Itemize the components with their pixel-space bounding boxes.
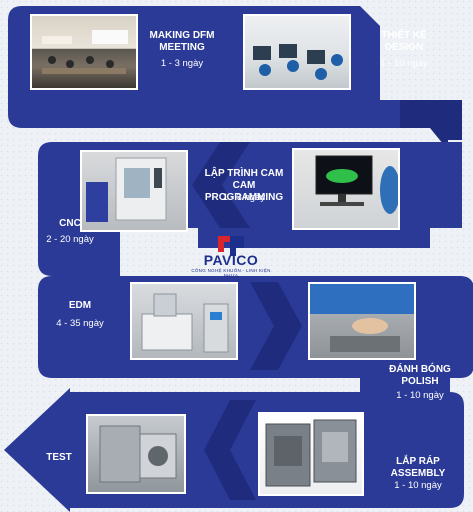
step-duration-dfm: 1 - 3 ngày	[160, 58, 204, 69]
polishing-photo	[308, 282, 416, 360]
pavico-logo: PAVICO CÔNG NGHỆ KHUÔN - LINH KIỆN NHỰA	[188, 252, 274, 278]
step-duration-polish: 1 - 10 ngày	[396, 390, 444, 401]
injection-test-photo	[86, 414, 186, 494]
band-chevron-left-4	[204, 400, 256, 500]
injection-test-illustration	[99, 425, 177, 483]
step-duration-design: 1 - 10 ngày	[380, 58, 428, 69]
polishing-illustration	[310, 284, 414, 352]
band-chevron-right-3	[250, 282, 302, 370]
band-arrow-right-1	[400, 100, 462, 150]
cnc-machine-illustration	[86, 157, 167, 222]
step-label-cnc: CNC	[59, 218, 81, 229]
edm-machine-illustration	[141, 293, 229, 353]
logo-tagline: CÔNG NGHỆ KHUÔN - LINH KIỆN NHỰA	[191, 268, 271, 278]
band-chevron-left-2	[192, 142, 250, 228]
step-duration-cnc: 2 - 20 ngày	[46, 234, 94, 245]
step-label-polish: ĐÁNH BÓNG POLISH	[389, 364, 451, 387]
step-label-dfm: MAKING DFM MEETING	[149, 30, 215, 53]
step-label-edm: EDM	[68, 300, 92, 311]
mold-assembly-illustration	[265, 419, 357, 487]
step-label-cam: LẬP TRÌNH CAM CAM PROGRAMMING	[204, 168, 284, 203]
mold-assembly-photo	[258, 412, 364, 496]
step-label-assembly: LẮP RÁP ASSEMBLY	[390, 456, 446, 479]
cam-programming-photo	[292, 148, 400, 230]
meeting-room-photo	[30, 14, 138, 90]
step-duration-assembly: 1 - 10 ngày	[394, 480, 442, 491]
step-label-design: THIẾT KẾ DESIGN	[381, 30, 427, 53]
step-duration-cam: 1 - 3 ngày	[222, 192, 266, 203]
design-office-photo	[243, 14, 351, 90]
edm-machine-photo	[130, 282, 238, 360]
step-label-test: TEST	[46, 452, 72, 463]
cam-programming-illustration	[315, 155, 398, 214]
cnc-machine-photo	[80, 150, 188, 232]
meeting-room-illustration	[42, 30, 128, 74]
logo-name: PAVICO	[203, 252, 259, 268]
design-office-illustration	[253, 44, 343, 80]
pavico-logo-icon	[218, 236, 244, 256]
step-duration-edm: 4 - 35 ngày	[56, 318, 104, 329]
